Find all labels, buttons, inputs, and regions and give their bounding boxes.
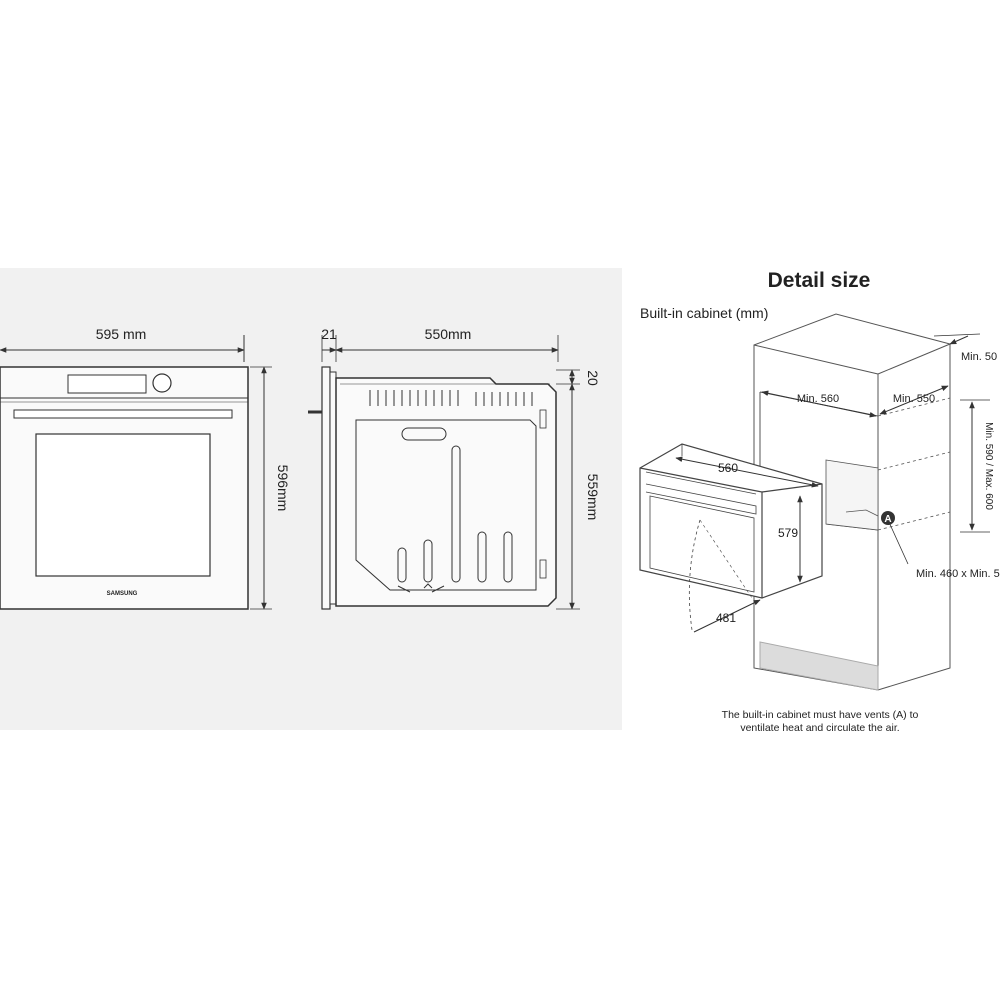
brand-logo-text: SAMSUNG — [107, 591, 138, 597]
oven-front-view — [0, 335, 272, 610]
cabinet-min-depth-label: Min. 550 — [893, 393, 935, 405]
oven-side-view — [308, 335, 580, 610]
vent-note-line-2: ventilate heat and circulate the air. — [740, 722, 899, 734]
cabinet-min-width-label: Min. 560 — [797, 393, 839, 405]
oven-width-label: 560 — [718, 461, 738, 475]
front-width-label: 595 mm — [96, 326, 147, 342]
detail-title: Detail size — [768, 269, 871, 292]
cabinet-drawing — [753, 313, 990, 691]
top-gap-label: 20 — [585, 370, 601, 386]
vent-note-line-1: The built-in cabinet must have vents (A)… — [722, 709, 919, 721]
side-depth-label: 550mm — [425, 326, 472, 342]
cabinet-min-gap-label: Min. 50 — [961, 351, 997, 363]
oven-height-label: 579 — [778, 526, 798, 540]
door-depth-label: 481 — [716, 611, 736, 625]
door-thickness-label: 21 — [321, 326, 337, 342]
side-height-label: 559mm — [585, 474, 601, 521]
vent-size-label: Min. 460 x Min. 50 — [916, 568, 1000, 580]
front-height-label: 596mm — [275, 465, 291, 512]
cabinet-height-range-label: Min. 590 / Max. 600 — [983, 422, 994, 510]
oven-in-cabinet-drawing — [639, 443, 823, 633]
vent-marker-letter: A — [884, 514, 891, 525]
vent-marker-a — [881, 511, 895, 525]
cabinet-subtitle: Built-in cabinet (mm) — [640, 305, 768, 321]
